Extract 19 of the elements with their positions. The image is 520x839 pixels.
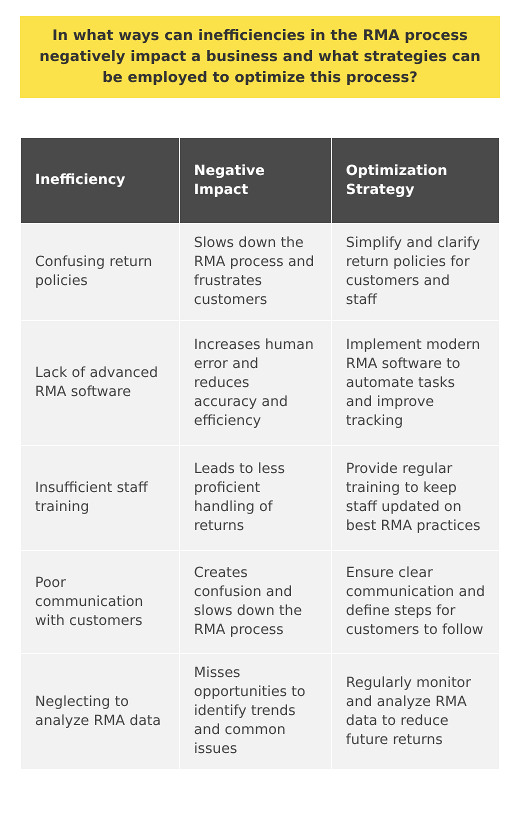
table-cell: Creates confusion and slows down the RMA process bbox=[179, 550, 332, 654]
table-cell: Insufficient staff training bbox=[20, 446, 180, 550]
title-banner: In what ways can inefficiencies in the RMA process negatively impact a business and what strategies can be employed to optimize this process? bbox=[20, 16, 500, 98]
table-cell: Provide regular training to keep staff updated on best RMA practices bbox=[331, 446, 500, 550]
table-cell: Confusing return policies bbox=[20, 224, 180, 320]
column-header: Negative Impact bbox=[179, 138, 332, 224]
column-header: Optimization Strategy bbox=[331, 138, 500, 224]
table-cell: Poor communication with customers bbox=[20, 550, 180, 654]
table-cell: Increases human error and reduces accuracy and efficiency bbox=[179, 320, 332, 446]
table-cell: Regularly monitor and analyze RMA data to reduce future returns bbox=[331, 654, 500, 770]
table-cell: Implement modern RMA software to automate tasks and improve tracking bbox=[331, 320, 500, 446]
table-cell: Misses opportunities to identify trends and common issues bbox=[179, 654, 332, 770]
table-cell: Ensure clear communication and define steps for customers to follow bbox=[331, 550, 500, 654]
table-cell: Slows down the RMA process and frustrates customers bbox=[179, 224, 332, 320]
table-cell: Neglecting to analyze RMA data bbox=[20, 654, 180, 770]
table-cell: Leads to less proficient handling of returns bbox=[179, 446, 332, 550]
column-header: Inefficiency bbox=[20, 138, 180, 224]
table-cell: Simplify and clarify return policies for customers and staff bbox=[331, 224, 500, 320]
table-cell: Lack of advanced RMA software bbox=[20, 320, 180, 446]
